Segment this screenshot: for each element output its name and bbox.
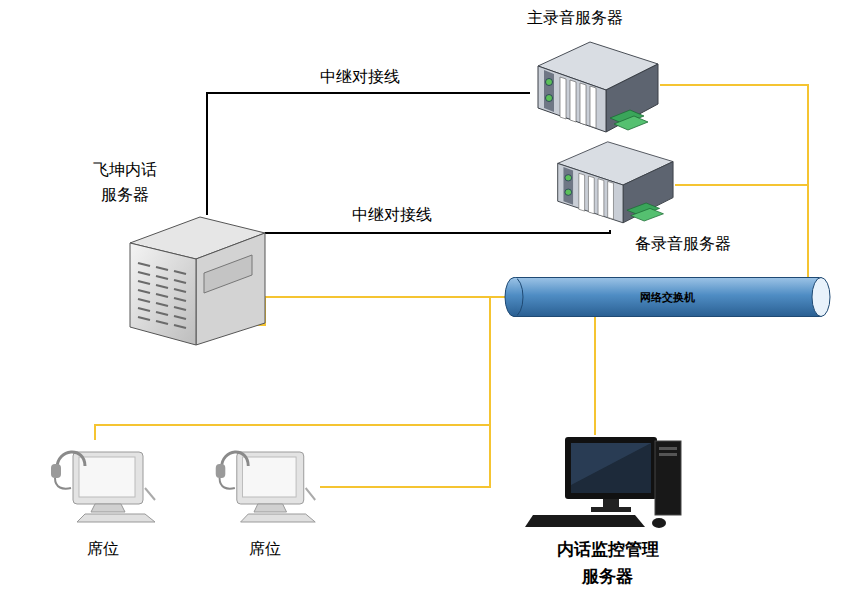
seat-terminal: 席位 (45, 440, 160, 525)
seat-icon (210, 440, 320, 525)
node-label: 主录音服务器 (510, 5, 640, 30)
main-recorder: 主录音服务器 (530, 40, 660, 140)
pc-icon (525, 435, 690, 530)
node-label: 网络交换机 (505, 277, 830, 317)
backup-recorder: 备录音服务器 (550, 140, 675, 230)
network-cable (594, 317, 596, 435)
rack-icon (530, 40, 660, 140)
tower-icon (130, 215, 265, 345)
trunk-line (207, 93, 530, 215)
node-label: 席位 (210, 536, 320, 561)
edge-label: 中继对接线 (317, 67, 403, 87)
node-label: 飞坤内话 服务器 (90, 157, 160, 207)
node-label: 席位 (45, 536, 160, 561)
rack-icon (550, 140, 675, 230)
intercom-server: 飞坤内话 服务器 (130, 215, 265, 345)
trunk-line (265, 230, 610, 233)
node-label: 内话监控管理 服务器 (550, 536, 665, 590)
seat-terminal: 席位 (210, 440, 320, 525)
network-cable (235, 297, 505, 325)
edge-label: 中继对接线 (349, 205, 435, 225)
network-cable (320, 297, 505, 487)
node-label: 备录音服务器 (635, 231, 731, 256)
monitor-server: 内话监控管理 服务器 (525, 435, 690, 530)
network-cable (675, 185, 808, 277)
seat-icon (45, 440, 160, 525)
network-switch: 网络交换机 (505, 277, 830, 317)
